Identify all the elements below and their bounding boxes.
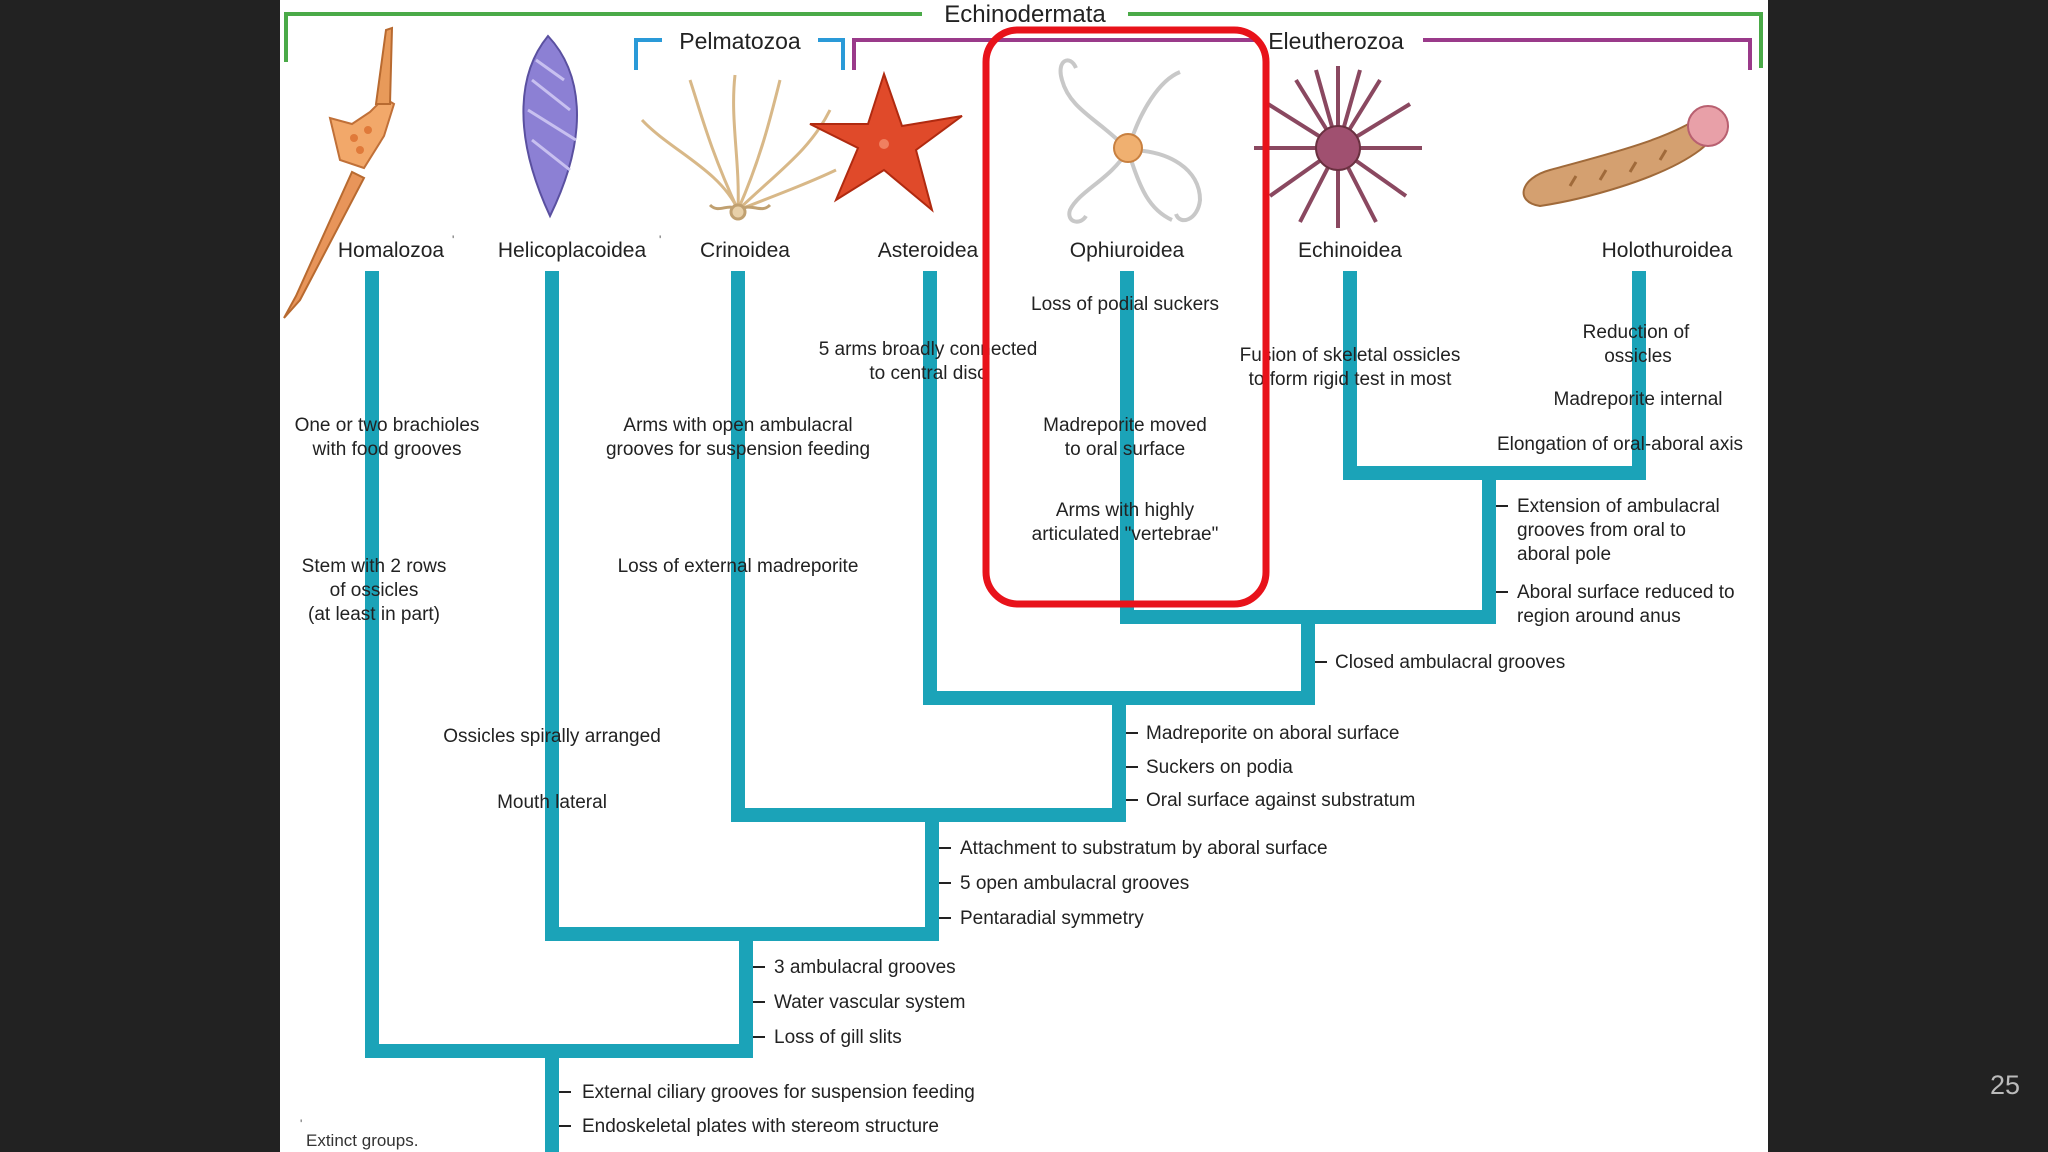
eleutherozoa-bracket <box>852 38 1752 70</box>
character-label: grooves from oral to <box>1517 520 1686 541</box>
footnote-marker: ' <box>300 1117 302 1131</box>
node-root <box>365 1044 753 1152</box>
extinct-marker: ' <box>452 233 454 247</box>
crinoid-icon <box>640 74 837 221</box>
character-label: 5 open ambulacral grooves <box>960 873 1189 894</box>
character-label: of ossicles <box>330 580 419 601</box>
extinct-marker: ' <box>659 233 661 247</box>
node-pentaradiata <box>731 808 1126 941</box>
taxon-name: Echinoidea <box>1298 239 1402 262</box>
character-label: One or two brachioles <box>295 415 480 436</box>
character-label: Fusion of skeletal ossicles <box>1240 345 1461 366</box>
sea-cucumber-icon <box>1522 105 1729 208</box>
node-echinoid-holothuroid <box>1343 466 1646 624</box>
character-labels: One or two brachioles with food grooves … <box>295 294 1743 1137</box>
eleutherozoa-label: Eleutherozoa <box>1268 28 1404 54</box>
character-label: Loss of gill slits <box>774 1027 902 1048</box>
taxon-name: Helicoplacoidea <box>498 239 647 262</box>
character-ticks <box>559 505 1508 1127</box>
character-label: grooves for suspension feeding <box>606 439 870 460</box>
cladogram-branches <box>365 271 1646 1152</box>
character-label: Mouth lateral <box>497 792 607 813</box>
taxon-name: Asteroidea <box>878 239 979 262</box>
character-label: Madreporite internal <box>1554 389 1723 410</box>
homalozoan-fossil-icon <box>283 26 396 319</box>
character-label: Suckers on podia <box>1146 757 1293 778</box>
character-label: Water vascular system <box>774 992 965 1013</box>
echinodermata-label: Echinodermata <box>944 1 1106 28</box>
brittle-star-icon <box>1058 58 1203 224</box>
character-label: Arms with open ambulacral <box>623 415 852 436</box>
character-label: Extension of ambulacral <box>1517 496 1720 517</box>
node-eleutherozoa <box>923 691 1315 822</box>
character-label: Attachment to substratum by aboral surfa… <box>960 838 1328 859</box>
character-label: region around anus <box>1517 606 1681 627</box>
character-label: 5 arms broadly connected <box>819 339 1038 360</box>
pelmatozoa-label: Pelmatozoa <box>679 28 801 54</box>
character-label: Closed ambulacral grooves <box>1335 652 1565 673</box>
character-label: Arms with highly <box>1056 500 1195 521</box>
character-label: Loss of podial suckers <box>1031 294 1219 315</box>
character-label: Reduction of <box>1583 322 1690 343</box>
character-label: Aboral surface reduced to <box>1517 582 1735 603</box>
echinodermata-bracket <box>284 12 1763 68</box>
character-label: to form rigid test in most <box>1249 369 1452 390</box>
character-label: Elongation of oral-aboral axis <box>1497 434 1743 455</box>
taxon-name: Holothuroidea <box>1602 239 1733 262</box>
helicoplacoid-icon <box>522 34 578 219</box>
sea-urchin-icon <box>1254 66 1422 228</box>
node-ambulacraria <box>545 927 939 1058</box>
taxon-name: Homalozoa <box>338 239 445 262</box>
character-label: Ossicles spirally arranged <box>443 726 661 747</box>
footnote: Extinct groups. <box>306 1131 418 1150</box>
character-label: with food grooves <box>312 439 462 460</box>
character-label: ossicles <box>1604 346 1672 367</box>
character-label: Oral surface against substratum <box>1146 790 1415 811</box>
node-ophiuroid-group <box>1120 610 1496 705</box>
character-label: Endoskeletal plates with stereom structu… <box>582 1116 939 1137</box>
character-label: (at least in part) <box>308 604 440 625</box>
character-label: articulated "vertebrae" <box>1032 524 1219 545</box>
page-number: 25 <box>1989 1070 2020 1100</box>
phylogeny-diagram: Echinodermata Pelmatozoa Eleutherozoa <box>283 1 1763 1152</box>
character-label: to oral surface <box>1065 439 1185 460</box>
taxon-name: Crinoidea <box>700 239 790 262</box>
character-label: Madreporite on aboral surface <box>1146 723 1399 744</box>
character-label: 3 ambulacral grooves <box>774 957 956 978</box>
slide: Echinodermata Pelmatozoa Eleutherozoa <box>280 0 1768 1152</box>
taxon-name: Ophiuroidea <box>1070 239 1185 262</box>
character-label: aboral pole <box>1517 544 1611 565</box>
pelmatozoa-bracket <box>634 38 845 70</box>
character-label: Madreporite moved <box>1043 415 1207 436</box>
character-label: to central disc <box>869 363 986 384</box>
ophiuroidea-highlight-box <box>982 26 1270 608</box>
character-label: External ciliary grooves for suspension … <box>582 1082 975 1103</box>
extinct-markers: ' ' <box>452 233 661 247</box>
character-label: Stem with 2 rows <box>302 556 447 577</box>
sea-star-icon <box>809 70 963 213</box>
character-label: Loss of external madreporite <box>618 556 859 577</box>
character-label: Pentaradial symmetry <box>960 908 1144 929</box>
